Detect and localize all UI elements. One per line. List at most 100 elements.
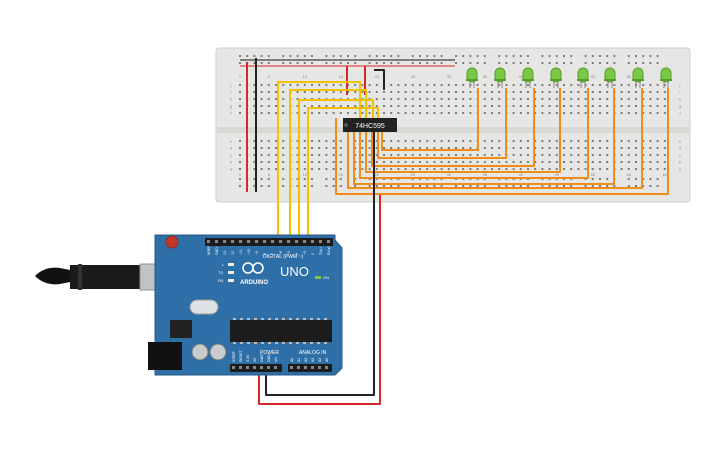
- wire-orange-7[interactable]: [347, 88, 643, 189]
- wire-black-jumper[interactable]: [374, 69, 385, 90]
- breadboard-hole: [527, 168, 529, 170]
- chip-pin: [296, 342, 299, 344]
- breadboard-hole: [483, 140, 486, 142]
- pin-label: A2: [304, 358, 308, 362]
- breadboard-hole: [512, 105, 515, 107]
- header-pin: [311, 240, 314, 243]
- wire-yellow-2[interactable]: [289, 89, 367, 237]
- breadboard-hole: [527, 98, 529, 100]
- breadboard-hole: [303, 105, 306, 107]
- breadboard-hole: [635, 98, 637, 100]
- breadboard-hole: [483, 154, 486, 156]
- breadboard-hole: [311, 84, 313, 86]
- breadboard-hole: [404, 91, 407, 93]
- breadboard-hole: [275, 112, 277, 114]
- breadboard-hole: [275, 168, 277, 170]
- led-component[interactable]: [660, 67, 672, 88]
- wire-orange-3[interactable]: [371, 88, 535, 167]
- breadboard-hole: [411, 154, 414, 156]
- led-component[interactable]: [577, 67, 589, 88]
- breadboard-rail-hole: [282, 55, 285, 57]
- breadboard-hole: [282, 91, 285, 93]
- breadboard-hole: [296, 154, 299, 156]
- row-letter: b: [679, 160, 682, 165]
- breadboard-hole: [397, 91, 400, 93]
- arduino-board[interactable]: L TX RX ON ARDUINO UNO DIGITAL (PWM ~) P…: [148, 234, 343, 376]
- wire-orange-8[interactable]: [335, 88, 669, 195]
- digital-label: DIGITAL (PWM ~): [263, 254, 303, 260]
- chip-notch: [344, 123, 348, 127]
- breadboard-hole: [383, 168, 385, 170]
- usb-cable[interactable]: [35, 263, 171, 291]
- row-letter: c: [679, 153, 681, 158]
- led-rim: [466, 79, 478, 81]
- breadboard-hole: [563, 98, 565, 100]
- column-number-top: 40: [519, 74, 524, 79]
- breadboard-rail-hole: [260, 62, 263, 64]
- reset-button[interactable]: [165, 235, 179, 249]
- breadboard-hole: [275, 161, 277, 163]
- breadboard-hole: [570, 154, 573, 156]
- on-label: ON: [323, 275, 329, 280]
- row-letter: d: [679, 146, 681, 151]
- led-component[interactable]: [632, 67, 644, 88]
- led-bulb: [522, 67, 534, 83]
- breadboard-hole: [527, 91, 529, 93]
- breadboard-hole: [627, 112, 630, 114]
- breadboard-hole: [591, 161, 594, 163]
- breadboard-hole: [404, 147, 407, 149]
- breadboard-hole: [318, 147, 321, 149]
- breadboard-hole: [426, 140, 429, 142]
- wire-orange-2[interactable]: [377, 88, 507, 159]
- wire-orange-4[interactable]: [365, 88, 561, 173]
- breadboard-hole: [275, 98, 277, 100]
- wire-orange-5[interactable]: [359, 88, 589, 179]
- breadboard-rail-hole: [512, 62, 515, 64]
- pin-label: 5V: [253, 357, 257, 362]
- breadboard-hole: [311, 91, 313, 93]
- breadboard-hole: [426, 105, 429, 107]
- breadboard-hole: [275, 140, 277, 142]
- breadboard-hole: [433, 91, 436, 93]
- power-jack[interactable]: [148, 342, 182, 370]
- digital-header[interactable]: [205, 238, 333, 246]
- led-component[interactable]: [494, 67, 506, 88]
- led-rim: [660, 79, 672, 81]
- breadboard-rail-hole: [325, 178, 328, 180]
- wire-orange-6[interactable]: [353, 88, 615, 185]
- breadboard-hole: [599, 147, 601, 149]
- wire-yellow-4[interactable]: [307, 107, 379, 237]
- breadboard-hole: [649, 140, 652, 142]
- shift-register-chip[interactable]: 74HC595: [343, 118, 397, 132]
- breadboard-hole: [476, 161, 479, 163]
- led-component[interactable]: [604, 67, 616, 88]
- breadboard-hole: [570, 84, 573, 86]
- breadboard-rail-hole: [519, 55, 522, 57]
- breadboard-hole: [260, 105, 263, 107]
- breadboard-hole: [390, 112, 393, 114]
- led-component[interactable]: [466, 67, 478, 88]
- breadboard-hole: [253, 98, 256, 100]
- breadboard-hole: [339, 105, 342, 107]
- analog-header[interactable]: [288, 364, 332, 372]
- chip-pin: [317, 318, 320, 320]
- wire-black-gnd[interactable]: [265, 132, 375, 396]
- breadboard-hole: [627, 147, 630, 149]
- wire-red-5v[interactable]: [258, 195, 381, 405]
- breadboard-hole: [433, 84, 436, 86]
- breadboard-hole: [584, 140, 587, 142]
- breadboard-hole: [620, 154, 623, 156]
- breadboard-hole: [354, 105, 357, 107]
- breadboard-hole: [311, 105, 313, 107]
- breadboard-rail-hole: [591, 178, 594, 180]
- wire-orange-1[interactable]: [381, 88, 479, 151]
- breadboard-hole: [527, 105, 529, 107]
- breadboard-hole: [318, 84, 321, 86]
- breadboard-rail-hole: [390, 62, 393, 64]
- led-component[interactable]: [550, 67, 562, 88]
- header-pin: [263, 240, 266, 243]
- breadboard-hole: [656, 168, 659, 170]
- header-pin: [267, 366, 270, 369]
- breadboard-hole: [548, 91, 551, 93]
- led-component[interactable]: [522, 67, 534, 88]
